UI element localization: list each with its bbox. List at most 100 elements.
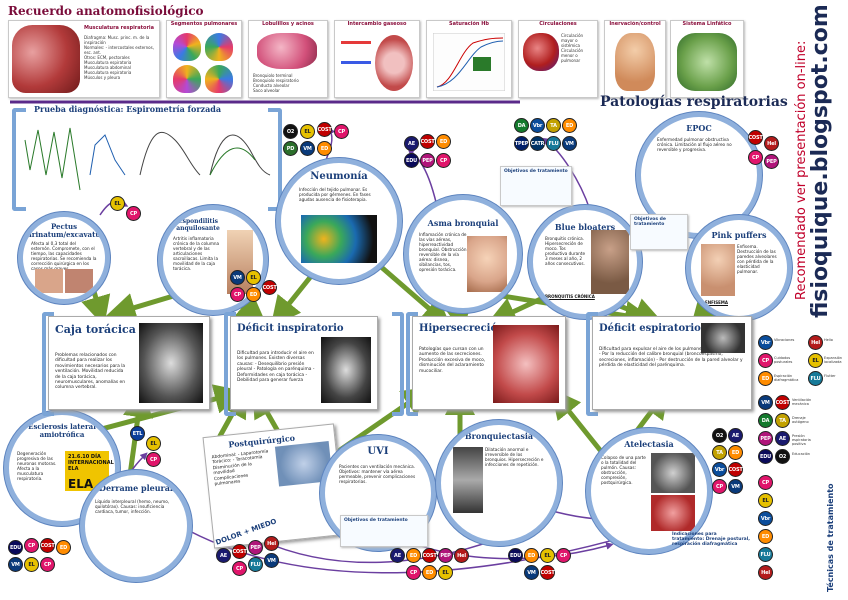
tech-side-title: Técnicas de tratamiento: [826, 483, 835, 592]
badge-cp: CP: [748, 150, 763, 165]
objectives-uvi: Objetivos de tratamiento: [340, 515, 428, 547]
circle-title: Pectus carinatum/excavatum: [23, 222, 108, 239]
thumb-title: Musculatura respiratoria: [84, 25, 154, 31]
tech-legend-bottom: VM COST DA TA PEP AE EDU O2 Ventilación …: [758, 395, 812, 585]
tech-badge: EL: [808, 353, 823, 368]
circle-title: EPOC: [686, 123, 712, 133]
badge-ed: ED: [56, 540, 71, 555]
badge-cost: COST: [420, 134, 435, 149]
badge-o2: O2: [283, 124, 298, 139]
tech-badge: EDU: [758, 449, 773, 464]
badge-el: EL: [246, 270, 261, 285]
enfisema-label: ENFISEMA: [705, 300, 728, 305]
tech-label: Cuidados posturales: [774, 356, 793, 364]
chest-photo: [65, 269, 93, 293]
tech-badge: Hel: [758, 565, 773, 580]
circle-text: Artritis inflamatoria crónica de la colu…: [173, 236, 220, 271]
thumb-circulaciones: Circulaciones Circulación mayor o sistém…: [518, 20, 598, 98]
circle-text: Colapso de una parte o la totalidad del …: [601, 455, 646, 485]
tech-label: Drenaje autógeno: [792, 416, 809, 424]
thumb-text: Diafragma: Musc. princ. m. de la inspira…: [84, 35, 154, 80]
circle-title: Esclerosis lateral amiotrófica: [28, 422, 96, 439]
circle-text: Pacientes con ventilación mecánica. Obje…: [339, 464, 416, 484]
box-caja: Caja torácica Problemas relacionados con…: [48, 316, 210, 410]
spiro-bracket-left: [12, 108, 26, 211]
head-neck-image: [615, 33, 655, 91]
section-title: Patologías respiratorias: [600, 94, 788, 110]
caja-bracket-left: [42, 312, 54, 416]
tech-label: Presión espiratoria positiva: [792, 434, 811, 446]
box-deficit-insp: Déficit inspiratorio Dificultad para int…: [230, 316, 378, 410]
badge-vbr: Vbr: [530, 118, 545, 133]
co2-line: [341, 61, 371, 64]
lung-segments-image: [173, 33, 201, 61]
badge-ae: AE: [728, 428, 743, 443]
saturation-curve: [433, 33, 505, 91]
badge-ta: TA: [546, 118, 561, 133]
circle-title: Bronquiectasia: [464, 431, 534, 441]
badge-cp: CP: [24, 538, 39, 553]
circle-pink: Pink puffers Enfisema. Destrucción de la…: [686, 215, 792, 321]
circle-text: Enfermedad pulmonar obstructiva crónica.…: [657, 137, 732, 152]
tech-label: Helio: [824, 338, 833, 342]
tech-legend-top-2: Hel EL FLU Helio Expansión localizada Fl…: [808, 335, 844, 387]
tech-badge: AE: [775, 431, 790, 446]
badge-cost: COST: [540, 565, 555, 580]
circle-title: Atelectasia: [624, 439, 674, 449]
badge-ed: ED: [317, 141, 332, 156]
badge-el: EL: [146, 436, 161, 451]
thumb-title: Segmentos pulmonares: [170, 21, 238, 27]
circle-text: Afecta al 0,3 total del esternón. Compro…: [31, 241, 97, 271]
badge-cp: CP: [230, 287, 245, 302]
thumb-text: Circulación mayor o sistémica Circulació…: [561, 33, 584, 63]
thumb-lobulillos: Lobulillos y acinos Bronquiolo terminal …: [248, 20, 328, 98]
badge-ae: AE: [390, 548, 405, 563]
objectives-asma: Objetivos de tratamiento: [500, 166, 572, 206]
ela-day-text: 21.6.10 DÍA INTERNACIONAL ELA: [68, 454, 114, 472]
badge-cost: COST: [317, 122, 332, 137]
o2-line: [341, 41, 371, 44]
tech-badge: ED: [758, 371, 773, 386]
badge-etl: ETL: [130, 426, 145, 441]
badge-cost: COST: [728, 462, 743, 477]
badge-el: EL: [438, 565, 453, 580]
badge-hel: Hel: [764, 136, 779, 151]
badge-ta: TA: [712, 445, 727, 460]
badge-cp: CP: [146, 452, 161, 467]
ela-word: ELA: [68, 477, 94, 491]
tech-badge: Vbr: [758, 511, 773, 526]
badge-flu: FLU: [546, 136, 561, 151]
xray-image: [139, 323, 203, 403]
bacteria-image: [301, 215, 377, 263]
circle-title: Blue bloaters: [554, 222, 616, 232]
circle-title: Derrame pleural: [99, 483, 173, 493]
badge-el: EL: [24, 557, 39, 572]
badge-vm: VM: [562, 136, 577, 151]
box-title: Caja torácica: [55, 323, 136, 336]
box-deficit-esp: Déficit espiratorio Dificultad para expu…: [592, 316, 752, 410]
circle-title: Neumonía: [310, 171, 368, 182]
box-text: Problemas relacionados con dificultad pa…: [55, 353, 126, 391]
side-url-line1: Recomendado ver presentación on-line:: [794, 40, 809, 300]
badge-vm: VM: [8, 557, 23, 572]
circle-text: Inflamación crónica de las vías aéreas, …: [419, 232, 467, 272]
tech-badge: CP: [758, 475, 773, 490]
badge-vm: VM: [230, 270, 245, 285]
circle-title: Espondilitis anquilosante: [176, 218, 220, 232]
thumb-linfatico: Sistema Linfático: [670, 20, 744, 98]
circle-bronquiectasia: Bronquiectasia Dilatación anormal e irre…: [436, 420, 562, 546]
side-url-line2[interactable]: fisioquique.blogspot.com: [808, 4, 833, 318]
spiro-bracket-right: [268, 108, 282, 211]
spiro-title: Prueba diagnóstica: Espirometría forzada: [34, 104, 222, 114]
badge-ed: ED: [406, 548, 421, 563]
objectives-atelectasia: Indicaciones para tratamiento: Drenaje p…: [672, 532, 750, 547]
heart-image: [523, 33, 559, 71]
thumb-title: Saturación Hb: [449, 21, 489, 27]
thumb-segmentos: Segmentos pulmonares: [166, 20, 242, 98]
ct-image: [701, 323, 745, 353]
circle-text: Bronquitis crónica. Hipersecreción de mo…: [545, 236, 586, 266]
tech-label: Educación: [792, 452, 810, 456]
tech-badge: FLU: [808, 371, 823, 386]
xray-image: [453, 447, 483, 513]
badge-ed: ED: [436, 134, 451, 149]
